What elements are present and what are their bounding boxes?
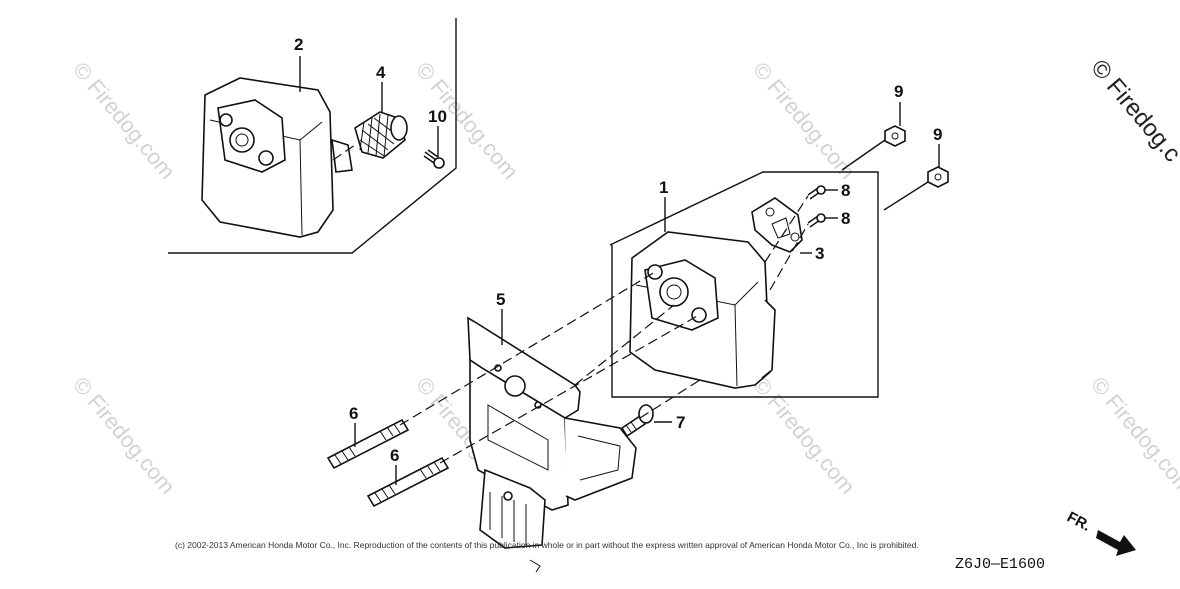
watermark: © Firedog.com (748, 372, 860, 499)
assembly-lines (332, 139, 929, 464)
copyright-notice: (c) 2002-2013 American Honda Motor Co., … (175, 540, 919, 550)
stud-bolt-6-lower (366, 456, 450, 508)
muffler-inset (201, 77, 353, 238)
callout-8-upper: 8 (841, 181, 850, 200)
front-label: FR. (1064, 509, 1093, 535)
flange-nut-9-left (884, 125, 906, 147)
callout-5: 5 (496, 290, 505, 309)
watermark: © Firedog.com (68, 372, 180, 499)
callout-8-lower: 8 (841, 209, 850, 228)
muffler-protector (467, 316, 637, 573)
callout-9-lower: 9 (933, 125, 942, 144)
callout-1: 1 (659, 178, 668, 197)
watermark: © Firedog.com (748, 57, 860, 184)
stud-bolt-6-upper (326, 418, 410, 470)
watermark-corner: © Firedog.c (1085, 55, 1180, 168)
diagram-code: Z6J0—E1600 (955, 556, 1045, 573)
muffler-main (629, 231, 776, 389)
stud-8-lower (807, 213, 826, 228)
watermark: © Firedog.com (68, 57, 180, 184)
front-direction-indicator: FR. (1064, 509, 1136, 556)
callout-7: 7 (676, 413, 685, 432)
callout-4: 4 (376, 63, 386, 82)
callout-3: 3 (815, 244, 824, 263)
callout-9-upper: 9 (894, 82, 903, 101)
callout-6-lower: 6 (390, 446, 399, 465)
arrow-right-icon (1096, 530, 1136, 556)
leader-lines (299, 56, 940, 485)
main-group-frame (609, 171, 879, 398)
callout-10: 10 (428, 107, 447, 126)
inset-frame (168, 18, 457, 254)
callout-labels: 2 4 10 1 9 9 8 8 3 5 6 6 7 (294, 35, 942, 465)
bolt-7 (620, 404, 654, 438)
stud-8-upper (807, 185, 826, 200)
callout-6-upper: 6 (349, 404, 358, 423)
screw-10 (423, 149, 445, 169)
callout-2: 2 (294, 35, 303, 54)
watermark: © Firedog.com (1086, 372, 1180, 499)
spark-arrester-screen (354, 111, 408, 159)
flange-nut-9-right (927, 166, 949, 188)
